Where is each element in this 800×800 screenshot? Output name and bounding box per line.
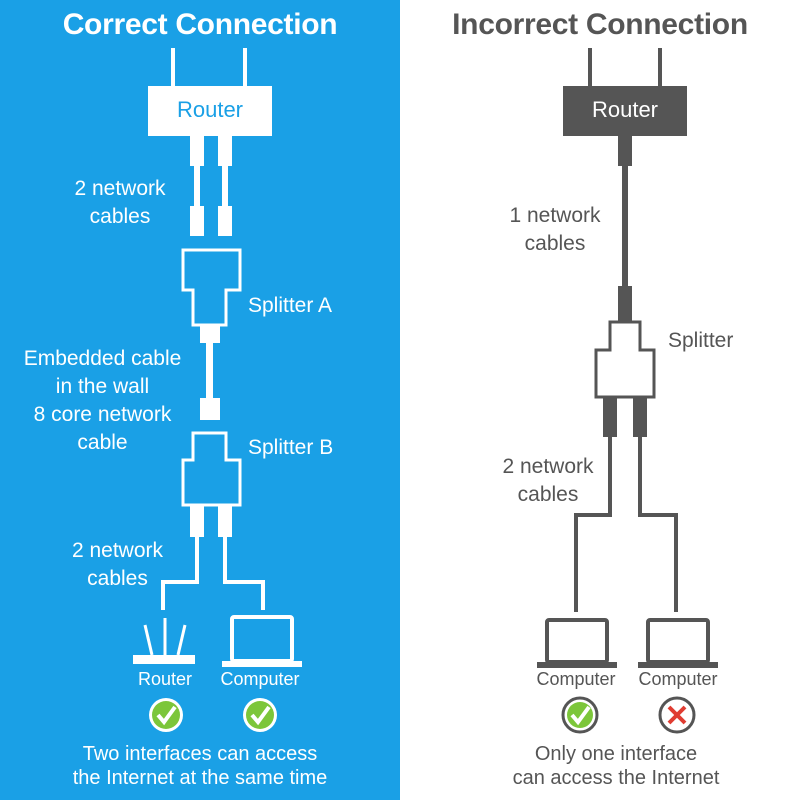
splitter-a-label: Splitter A (248, 294, 333, 317)
correct-connection-panel: Correct Connection Router 2 network cabl… (0, 0, 400, 800)
correct-footer: Two interfaces can access the Internet a… (72, 743, 328, 789)
router-device-icon (133, 618, 195, 664)
cable-plug-top (618, 136, 632, 166)
router-antenna-left (588, 48, 592, 88)
splitter-b-label: Splitter B (248, 436, 334, 459)
router-antenna-right (243, 48, 247, 88)
splitter-b-shape (181, 431, 242, 507)
correct-connection-diagram (133, 48, 302, 732)
router-antenna-right (658, 48, 662, 88)
cables-router-to-splitter-a (190, 136, 232, 236)
correct-connection-title: Correct Connection (62, 8, 338, 41)
incorrect-footer: Only one interface can access the Intern… (512, 743, 720, 789)
laptop-icon-1 (537, 618, 617, 668)
splitter-a-plug (200, 325, 220, 343)
cables-top-label: 2 network cables (74, 177, 166, 228)
check-icon-computer (243, 698, 277, 732)
cable-lines-to-devices (574, 437, 678, 612)
incorrect-connection-title: Incorrect Connection (452, 8, 748, 41)
cable-lines-to-devices (161, 537, 265, 610)
device-computer-1-label: Computer (536, 669, 616, 689)
cables-splitter-to-devices (603, 397, 647, 437)
cables-bottom-label: 2 network cables (502, 455, 594, 506)
laptop-icon (222, 615, 302, 667)
router-box-label: Router (591, 97, 659, 122)
router-box (148, 86, 272, 136)
single-cable (622, 166, 628, 286)
device-computer-2-label: Computer (638, 669, 718, 689)
embedded-cable-label: Embedded cable in the wall 8 core networ… (23, 347, 182, 454)
cables-bottom-label: 2 network cables (71, 539, 164, 590)
cable-plug-bottom (618, 286, 632, 321)
cross-icon-computer-2 (658, 696, 696, 734)
incorrect-connection-panel: Incorrect Connection Router 1 network ca… (400, 0, 800, 800)
splitter-shape (594, 320, 656, 399)
cables-splitter-b-to-devices (190, 505, 232, 537)
embedded-cable (206, 343, 213, 403)
router-box-label: Router (176, 97, 244, 122)
splitter-b-plug (200, 398, 220, 420)
check-icon-router (149, 698, 183, 732)
splitter-a-shape (181, 248, 242, 327)
laptop-icon-2 (638, 618, 718, 668)
splitter-label: Splitter (668, 329, 734, 352)
check-icon-computer-1 (561, 696, 599, 734)
device-router-label: Router (137, 669, 193, 689)
router-antenna-left (171, 48, 175, 88)
cables-top-label: 1 network cables (509, 204, 601, 255)
device-computer-label: Computer (220, 669, 300, 689)
router-box (563, 86, 687, 136)
incorrect-connection-diagram (537, 48, 718, 734)
